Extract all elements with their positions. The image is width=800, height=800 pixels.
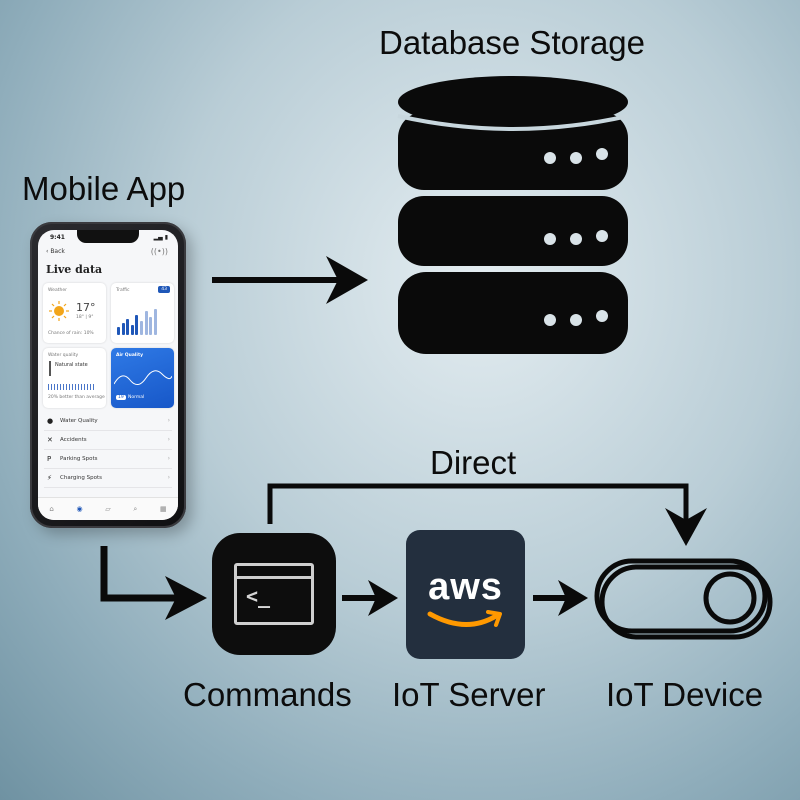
air-quality-status: Normal <box>128 395 145 400</box>
chevron-right-icon: › <box>167 474 170 481</box>
traffic-card[interactable]: Traffic 43 <box>111 283 174 343</box>
toggle-switch-icon <box>594 555 774 645</box>
direct-label: Direct <box>430 444 517 481</box>
air-quality-badge: 19 <box>116 395 126 400</box>
phone-screen: 9:41 ▂▄ ▮ ‹ Back ((•)) Live data Weather… <box>38 230 178 520</box>
air-quality-label: Air Quality <box>116 353 144 358</box>
iot-device-label: IoT Device <box>606 676 764 713</box>
parking-icon: P <box>47 455 52 463</box>
aws-logo-text: aws <box>428 566 503 608</box>
mobile-phone: 9:41 ▂▄ ▮ ‹ Back ((•)) Live data Weather… <box>30 222 186 528</box>
list-item-parking-spots[interactable]: P Parking Spots › <box>44 450 172 469</box>
terminal-icon: <_ <box>212 533 336 655</box>
traffic-bars <box>117 309 157 335</box>
tab-live-data-icon[interactable]: ◉ <box>76 505 83 513</box>
list-item-label: Charging Spots <box>60 475 102 481</box>
tab-menu-icon[interactable]: ▦ <box>159 505 167 513</box>
arrow-direct <box>267 483 707 546</box>
phone-notch <box>77 230 139 243</box>
chevron-right-icon: › <box>167 417 170 424</box>
list-item-label: Parking Spots <box>60 456 98 462</box>
water-quality-note: 20% better than average <box>48 395 105 400</box>
list-item-label: Accidents <box>60 437 87 443</box>
air-quality-wave <box>114 370 172 385</box>
water-quality-meter <box>48 384 96 390</box>
accident-icon: ✕ <box>47 436 53 444</box>
list-item-water-quality[interactable]: ● Water Quality › <box>44 412 172 431</box>
weather-card[interactable]: Weather 17° 18° | 9° Chance of rain: 10% <box>43 283 106 343</box>
chevron-right-icon: › <box>167 436 170 443</box>
status-time: 9:41 <box>50 234 65 241</box>
database-icon <box>397 76 629 354</box>
arrow-commands-to-server <box>342 580 398 616</box>
aws-logo-icon: aws <box>406 530 525 659</box>
tab-home-icon[interactable]: ⌂ <box>49 505 54 513</box>
mobile-app-label: Mobile App <box>22 170 186 207</box>
traffic-badge: 43 <box>158 286 170 293</box>
water-quality-card[interactable]: Water quality Natural state 20% better t… <box>43 348 106 408</box>
arrow-phone-to-commands <box>100 546 207 620</box>
temperature-value: 17° <box>76 301 96 314</box>
temperature-range: 18° | 9° <box>76 315 94 320</box>
air-quality-card[interactable]: Air Quality 19 Normal <box>111 348 174 408</box>
chevron-right-icon: › <box>167 455 170 462</box>
list-item-accidents[interactable]: ✕ Accidents › <box>44 431 172 450</box>
tab-bar: ⌂ ◉ ▱ ⌕ ▦ <box>38 497 178 520</box>
iot-server-label: IoT Server <box>392 676 546 713</box>
charging-icon: ⚡ <box>47 474 52 482</box>
database-storage-label: Database Storage <box>379 24 646 61</box>
terminal-window: <_ <box>234 563 314 625</box>
tab-map-icon[interactable]: ▱ <box>105 505 111 513</box>
droplet-icon: ● <box>47 417 54 425</box>
broadcast-icon[interactable]: ((•)) <box>150 247 168 256</box>
back-label: Back <box>50 248 65 255</box>
sun-icon <box>49 301 69 321</box>
arrow-phone-to-database <box>212 256 368 304</box>
rain-chance: Chance of rain: 10% <box>48 331 94 336</box>
commands-label: Commands <box>183 676 352 713</box>
list-item-label: Water Quality <box>60 418 98 424</box>
back-button[interactable]: ‹ Back <box>46 248 65 255</box>
arrow-server-to-device <box>533 580 588 616</box>
traffic-label: Traffic <box>116 288 130 293</box>
page-title: Live data <box>46 263 103 276</box>
weather-label: Weather <box>48 288 67 293</box>
tab-search-icon[interactable]: ⌕ <box>133 504 138 513</box>
battery-icon: ▂▄ ▮ <box>153 234 168 241</box>
water-quality-label: Water quality <box>48 353 79 358</box>
water-quality-value: Natural state <box>55 362 88 368</box>
list-item-charging-spots[interactable]: ⚡ Charging Spots › <box>44 469 172 488</box>
aws-smile-icon <box>427 610 502 627</box>
